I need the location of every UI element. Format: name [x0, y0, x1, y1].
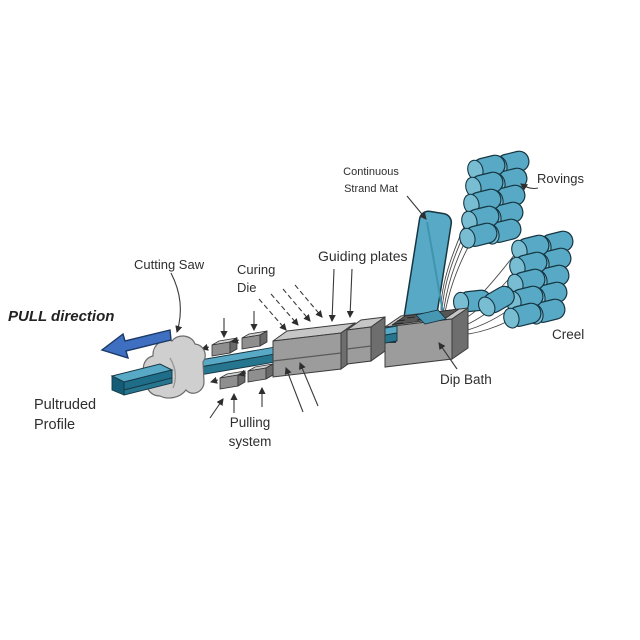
label-rovings: Rovings: [537, 171, 584, 186]
curing-die-shape: [272, 322, 356, 378]
label-curing-die: Curing Die: [237, 262, 276, 296]
label-pulling-system: Pulling system: [228, 415, 272, 449]
label-cutting-saw: Cutting Saw: [134, 257, 205, 272]
label-dip-bath: Dip Bath: [440, 372, 492, 387]
pulling-system-shape: [200, 311, 274, 413]
label-creel: Creel: [552, 327, 585, 342]
label-continuous-strand-mat: Continuous Strand Mat: [343, 166, 399, 195]
heat-arrow-4: [294, 284, 323, 318]
label-guiding-plates: Guiding plates: [318, 248, 408, 264]
label-pultruded-profile: Pultruded Profile: [34, 397, 97, 433]
dip-bath-shape: [384, 307, 469, 368]
csm-arrow: [406, 195, 427, 220]
guiding-arrow-1: [328, 268, 336, 323]
heat-arrow-1: [258, 298, 287, 331]
rovings-arrow: [520, 183, 539, 191]
cutting-saw-arrow: [170, 272, 183, 334]
strip-arrow-2: [299, 362, 319, 407]
heat-arrow-3: [282, 288, 311, 322]
label-pull-direction: PULL direction: [8, 308, 115, 325]
guiding-arrow-2: [346, 268, 354, 319]
annotation-arrows: [170, 183, 539, 419]
dip-bath-arrow: [438, 342, 458, 370]
guiding-plates-shape: [346, 316, 386, 365]
pull-direction-arrow: [100, 329, 172, 360]
pulling-label-arrow: [209, 398, 224, 419]
heat-arrow-2: [270, 293, 299, 326]
pultruded-profile-shape: [110, 363, 174, 396]
strip-arrow-1: [284, 366, 304, 413]
pulling-arrows: [200, 311, 266, 413]
